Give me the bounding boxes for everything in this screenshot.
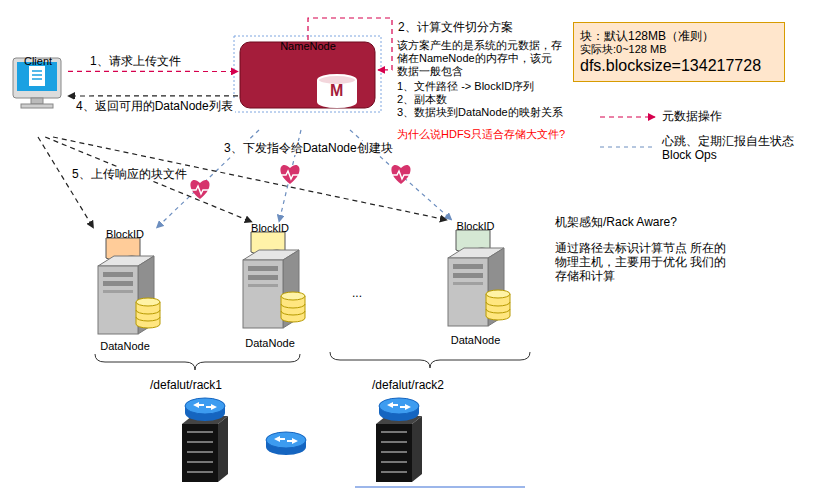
rack-server-icon [376,398,422,482]
heartbeat-icon [391,165,410,184]
legend-blue-dashed-sample [600,147,655,148]
namenode-database-icon [318,75,356,107]
annotation-text: ... [352,286,362,300]
rack-brace [330,352,530,368]
node-text: NameNode [280,40,336,53]
node-text: 实际块:0~128 MB [580,43,667,56]
client-node: Client [8,55,68,137]
connector-arrow [38,137,94,228]
connector-arrow [68,71,238,72]
annotation-text: 2、副本数 [397,93,447,106]
node-text: dfs.blocksize=134217728 [580,56,761,75]
datanode-node: BlockID DataNode [225,222,315,350]
node-text: BlockID [457,220,495,233]
node-text: DataNode [100,340,150,353]
annotation-text: 1、文件路径 -> BlockID序列 [397,80,534,93]
heartbeat-icon [280,165,299,184]
connector-arrow [68,95,238,96]
annotation-text: /defalut/rack2 [372,378,444,392]
underline [355,486,525,487]
connector-label: 4、返回可用的DataNode列表 [74,99,235,113]
datanode-server-icon [243,250,305,328]
node-text: Client [24,55,52,68]
connector-label: 3、下发指令给DataNode创建块 [222,141,395,155]
legend-text: 元数据操作 [662,109,722,123]
rack-server-icon [182,398,228,482]
namenode-selection-frame [234,36,381,112]
datanode-server-icon [98,256,160,334]
node-text: BlockID [106,228,144,241]
connector-label: 1、请求上传文件 [88,54,183,68]
datanode-node: BlockID DataNode [80,228,170,353]
annotation-text: 该方案产生的是系统的元数据，存储在NameNode的内存中，该元数据一般包含 [397,39,562,79]
node-text: DataNode [245,337,295,350]
node-text: DataNode [451,334,501,347]
connector-label: 2、计算文件切分方案 [396,20,515,34]
note-box: 块：默认128MB（准则）实际块:0~128 MBdfs.blocksize=1… [573,22,785,82]
connector-label: 5、上传响应的块文件 [70,167,189,181]
annotation-text: 为什么说HDFS只适合存储大文件? [397,128,565,141]
datanode-server-icon [448,248,510,326]
annotation-text: 3、数据块到DataNode的映射关系 [397,106,563,119]
rack-brace [95,354,300,370]
heartbeat-icon [190,180,209,199]
connector-arrow [45,137,252,222]
legend-red-dashed-sample [600,117,655,118]
annotation-text: /defalut/rack1 [150,378,222,392]
connector-arrow [53,137,447,220]
network-router-icon [266,432,306,455]
datanode-node: BlockID DataNode [428,220,523,347]
annotation-text: M [330,81,343,100]
legend-text: 心跳、定期汇报自生状态 Block Ops [662,134,798,163]
namenode-node: NameNode [238,40,378,130]
node-text: BlockID [251,222,289,235]
annotation-text: 通过路径去标识计算节点 所在的物理主机，主要用于优化 我们的存储和计算 [555,242,730,283]
node-text: 块：默认128MB（准则） [580,29,714,43]
annotation-text: 机架感知/Rack Aware? [555,215,677,229]
